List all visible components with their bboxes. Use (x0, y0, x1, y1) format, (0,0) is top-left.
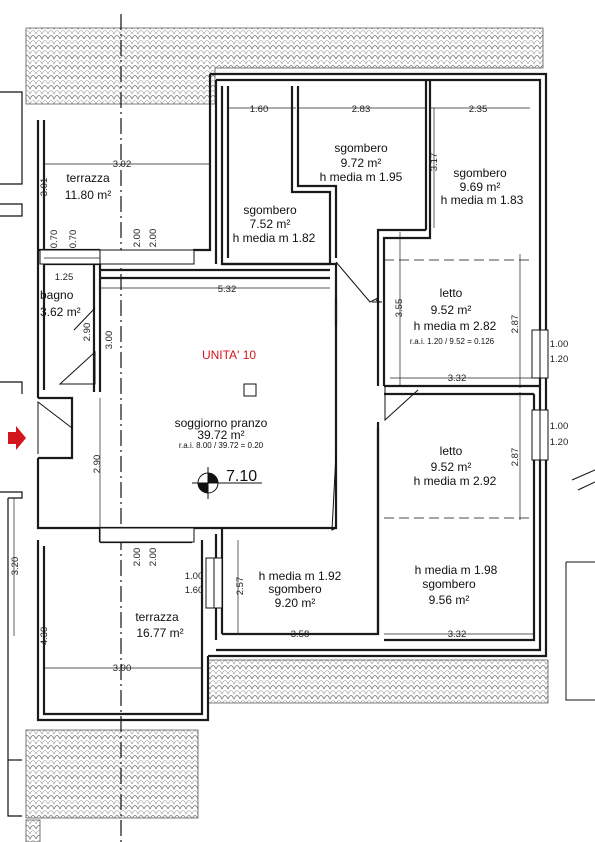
dim-290-soggiorno: 2.90 (92, 455, 103, 474)
dim-332-bot: 3.32 (448, 629, 467, 640)
sgombero-a-height: h media m 1.82 (233, 231, 316, 245)
bagno-name: bagno (40, 288, 74, 302)
terrazza-bottom-area: 16.77 m² (136, 626, 183, 640)
dim-392-top: 3.92 (113, 159, 132, 170)
dim-358: 3.58 (291, 629, 310, 640)
dim-430: 4.30 (39, 627, 50, 646)
dim-200-bot-a: 2.00 (132, 548, 143, 567)
dim-200-bot-b: 2.00 (148, 548, 159, 567)
win-b-height: 1.60 (185, 585, 204, 596)
dim-070a: 0.70 (49, 230, 60, 249)
stair-marker-square (243, 383, 257, 397)
sgombero-d-height: h media m 1.92 (259, 569, 342, 583)
elevation-marker (192, 467, 262, 499)
roof-tiles-corner (25, 819, 41, 842)
win-b-width: 1.00 (185, 571, 204, 582)
left-edge (0, 91, 23, 817)
letto-1-height: h media m 2.82 (414, 319, 497, 333)
sgombero-a-name: sgombero (243, 203, 297, 217)
unit-title: UNITA' 10 (202, 348, 256, 362)
dim-200-top-a: 2.00 (132, 229, 143, 248)
sgombero-a-area: 7.52 m² (250, 217, 291, 231)
terrazza-top-area: 11.80 m² (65, 188, 111, 202)
dim-200-top-b: 2.00 (148, 229, 159, 248)
room-labels: terrazza 11.80 m² bagno 3.62 m² sgombero… (40, 141, 524, 640)
doors (37, 261, 419, 531)
soggiorno-name: soggiorno pranzo (175, 416, 268, 430)
dim-290-bagno: 2.90 (82, 323, 93, 342)
right-edge (565, 469, 595, 701)
win-r2-width: 1.00 (550, 421, 569, 432)
win-r2-height: 1.20 (550, 437, 569, 448)
dim-355: 3.55 (394, 299, 405, 318)
windows (39, 249, 549, 609)
letto-2-height: h media m 2.92 (414, 474, 497, 488)
dim-532: 5.32 (218, 284, 237, 295)
soggiorno-rai: r.a.i. 8.00 / 39.72 = 0.20 (179, 441, 264, 450)
dimension-labels: 1.60 2.83 2.35 3.17 3.92 3.01 0.70 0.70 … (10, 104, 568, 674)
sgombero-c-name: sgombero (453, 166, 507, 180)
letto-1-rai: r.a.i. 1.20 / 9.52 = 0.126 (410, 337, 495, 346)
sgombero-e-name: sgombero (422, 577, 476, 591)
sgombero-c-area: 9.69 m² (460, 180, 501, 194)
dim-332-mid: 3.32 (448, 373, 467, 384)
dim-320: 3.20 (10, 557, 21, 576)
sgombero-e-height: h media m 1.98 (415, 563, 498, 577)
dim-317: 3.17 (429, 153, 440, 172)
dim-287-a: 2.87 (510, 315, 521, 334)
terrazza-bottom-name: terrazza (135, 610, 179, 624)
dim-300: 3.00 (104, 331, 115, 350)
roof-tiles-bottom (207, 659, 549, 704)
soggiorno-area: 39.72 m² (197, 428, 244, 442)
roof-tiles-top (25, 27, 544, 105)
dashed-lines (384, 259, 534, 519)
roof-tiles-bottom-left (25, 729, 199, 819)
dim-160: 1.60 (250, 104, 269, 115)
terrazza-top-name: terrazza (66, 171, 110, 185)
dim-390-bot: 3.90 (113, 663, 132, 674)
bagno-area: 3.62 m² (40, 305, 81, 319)
dim-070b: 0.70 (68, 230, 79, 249)
dim-235: 2.35 (469, 104, 488, 115)
entrance-arrow-icon (8, 426, 26, 450)
dim-257: 2.57 (235, 577, 246, 596)
sgombero-d-area: 9.20 m² (275, 596, 316, 610)
win-r1-width: 1.00 (550, 339, 569, 350)
dimension-lines (13, 107, 534, 714)
sgombero-b-area: 9.72 m² (341, 156, 382, 170)
letto-2-area: 9.52 m² (431, 460, 472, 474)
dim-287-b: 2.87 (510, 448, 521, 467)
sgombero-b-name: sgombero (334, 141, 388, 155)
sgombero-b-height: h media m 1.95 (320, 170, 403, 184)
dim-125: 1.25 (55, 272, 74, 283)
sgombero-d-name: sgombero (268, 582, 322, 596)
dim-283: 2.83 (352, 104, 371, 115)
letto-1-name: letto (440, 286, 463, 300)
dim-301: 3.01 (39, 178, 50, 197)
sgombero-c-height: h media m 1.83 (441, 193, 524, 207)
letto-1-area: 9.52 m² (431, 303, 472, 317)
sgombero-e-area: 9.56 m² (429, 593, 470, 607)
elevation-label: 7.10 (226, 468, 257, 485)
win-r1-height: 1.20 (550, 354, 569, 365)
letto-2-name: letto (440, 444, 463, 458)
